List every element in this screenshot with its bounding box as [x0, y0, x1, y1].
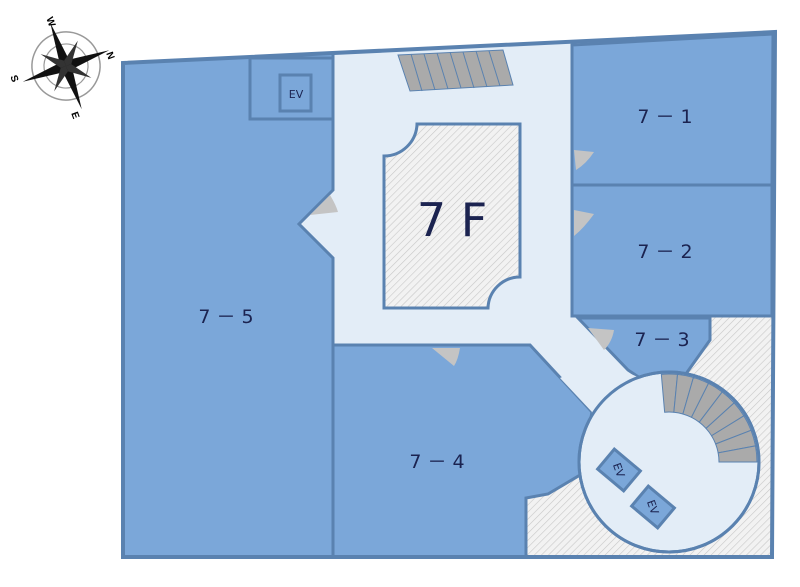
room-label-7-4: 7 － 4 — [409, 451, 464, 473]
room-7-5[interactable] — [121, 51, 335, 559]
compass-east-label: E — [68, 110, 81, 120]
room-label-7-5: 7 － 5 — [198, 306, 253, 328]
door-7-4[interactable] — [432, 348, 460, 366]
elevator-label: EV — [644, 498, 661, 516]
compass-rose-icon — [22, 22, 110, 110]
spiral-stairs — [660, 373, 758, 463]
stair-step — [717, 445, 758, 463]
compass-west-label: W — [43, 16, 57, 29]
elevator-label: EV — [610, 461, 627, 479]
stairs-top — [397, 49, 514, 92]
elevator-top-left[interactable] — [278, 73, 313, 113]
room-label-7-3: 7 － 3 — [634, 329, 689, 351]
elevator-label: EV — [289, 88, 304, 101]
door-7-2[interactable] — [574, 210, 594, 236]
door-7-5[interactable] — [310, 195, 338, 215]
compass-north-label: N — [103, 50, 116, 61]
central-core — [382, 122, 522, 310]
elevator-circle-1[interactable]: EV — [595, 447, 643, 493]
door-7-1[interactable] — [574, 150, 594, 170]
outer-wall — [121, 29, 778, 559]
room-label-7-1: 7 － 1 — [637, 106, 692, 128]
elevator-circle-2[interactable]: EV — [629, 484, 677, 530]
door-7-3[interactable] — [588, 328, 614, 350]
compass-south-label: S — [7, 74, 20, 84]
room-label-7-2: 7 － 2 — [637, 241, 692, 263]
floor-title: 7 F — [417, 193, 487, 247]
